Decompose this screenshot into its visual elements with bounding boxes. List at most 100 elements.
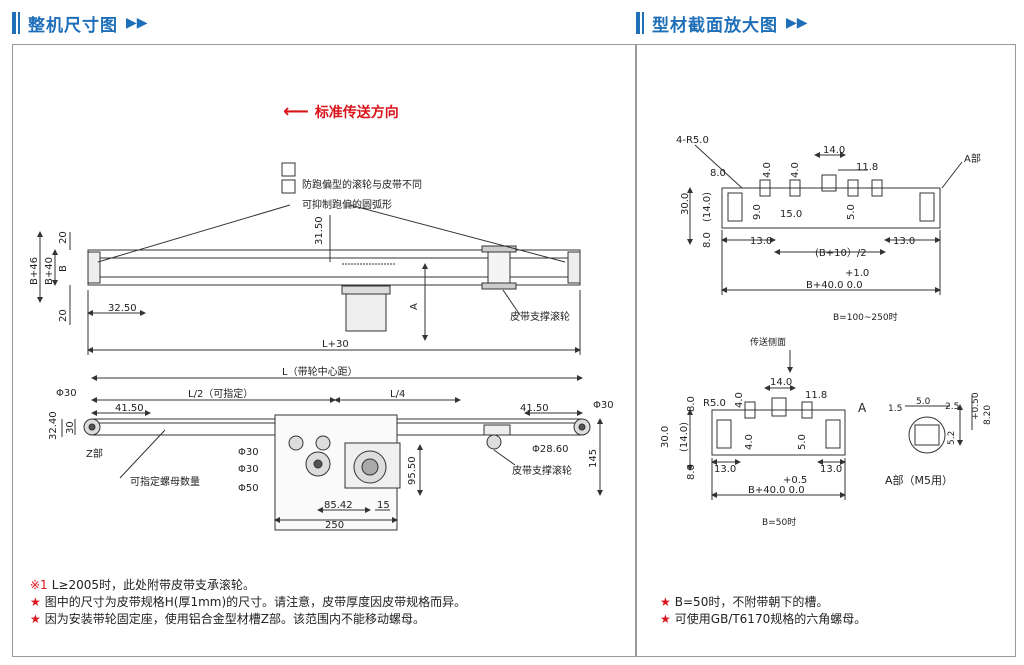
left-section-title: 整机尺寸图 [28, 15, 118, 36]
s1-d-b10-2: (B+10）/2 [815, 247, 867, 259]
s2-detail-2-5: 2.5 [945, 402, 959, 412]
callout-roller-text: 防跑偏型的滚轮与皮带不同 [302, 178, 422, 191]
transport-direction: ⟵ 标准传送方向 [283, 101, 399, 122]
right-notes: ★B=50时，不附带朝下的槽。 ★可使用GB/T6170规格的六角螺母。 [660, 594, 1010, 628]
profile-section-1 [687, 144, 963, 295]
dim-L-plus-30: L+30 [322, 339, 349, 350]
profile-section-2 [687, 350, 973, 500]
dim-95-50: 95.50 [407, 456, 418, 485]
dim-L-quarter: L/4 [390, 389, 405, 400]
s1-d-14: 14.0 [823, 145, 845, 156]
overall-dimension-panel [12, 44, 636, 657]
s2-a-label: A [858, 401, 867, 415]
s2-detail-0-50: +0.50 [971, 392, 981, 420]
s2-d-r5: R5.0 [703, 398, 726, 409]
dim-phi28-60: Φ28.60 [532, 444, 569, 455]
dim-phi30-right: Φ30 [593, 400, 614, 411]
s2-detail-5-2: 5.2 [947, 431, 957, 445]
dim-32-40: 32.40 [48, 411, 59, 440]
note-item: ★B=50时，不附带朝下的槽。 [660, 595, 829, 609]
dim-B-plus-46: B+46 [29, 257, 40, 285]
note-item: ★图中的尺寸为皮带规格H(厚1mm)的尺寸。请注意，皮带厚度因皮带规格而异。 [30, 595, 467, 609]
s2-d-4-b: 4.0 [744, 434, 755, 450]
note-item: ★可使用GB/T6170规格的六角螺母。 [660, 612, 867, 626]
note-item: ★因为安装带轮固定座，使用铝合金型材槽Z部。该范围内不能移动螺母。 [30, 612, 425, 626]
dim-85-42: 85.42 [324, 500, 353, 511]
s1-d-4-b: 4.0 [790, 162, 801, 178]
s1-d-b40: B+40.0 0.0 [806, 280, 863, 291]
s2-d-8-b: 8.0 [686, 464, 697, 480]
dim-15: 15 [377, 500, 390, 511]
double-arrow-icon: ▶▶ [786, 15, 808, 31]
s1-d-5: 5.0 [846, 204, 857, 220]
s2-d-b40: B+40.0 0.0 [748, 485, 805, 496]
dim-41-50-left: 41.50 [115, 403, 144, 414]
s1-d-9: 9.0 [752, 204, 763, 220]
left-section-header: 整机尺寸图 ▶▶ [12, 10, 148, 36]
side-roller-label: 皮带支撑滚轮 [512, 464, 572, 477]
dim-20-top: 20 [58, 231, 69, 244]
s1-d-8-top: 8.0 [710, 168, 726, 179]
s2-detail-1-5: 1.5 [888, 404, 902, 414]
dim-phi30-a: Φ30 [238, 447, 259, 458]
s2-detail-8-20: 8.20 [983, 405, 993, 425]
dim-32-50: 32.50 [108, 303, 137, 314]
s2-detail-title: A部（M5用） [885, 473, 953, 487]
callout-arc-text: 可抑制跑偏的圆弧形 [302, 198, 392, 211]
right-section-header: 型材截面放大图 ▶▶ [636, 10, 808, 36]
s2-caption: B=50时 [762, 516, 796, 528]
motor-body [345, 288, 387, 332]
dim-phi30-left: Φ30 [56, 388, 77, 399]
s2-d-8: 8.0 [686, 396, 697, 412]
double-arrow-icon: ▶▶ [126, 15, 148, 31]
top-roller-label: 皮带支撑滚轮 [510, 310, 570, 323]
header-bar-thin [18, 12, 20, 34]
dim-B: B [58, 265, 69, 272]
header-bar [636, 12, 640, 34]
header-bar [12, 12, 16, 34]
nut-count-label: 可指定螺母数量 [130, 475, 200, 488]
s1-d-11-8: 11.8 [856, 162, 878, 173]
s1-d-15: 15.0 [780, 209, 802, 220]
s2-d-14: 14.0 [770, 377, 792, 388]
s2-side-label: 传送侧面 [750, 336, 786, 348]
s1-a-part: A部 [964, 152, 981, 165]
s1-d-13-a: 13.0 [750, 236, 772, 247]
s2-d-13-a: 13.0 [714, 464, 736, 475]
s2-d-4: 4.0 [734, 392, 745, 408]
side-view-drawing [61, 375, 603, 531]
s2-d-13-b: 13.0 [820, 464, 842, 475]
s2-d-5: 5.0 [797, 434, 808, 450]
s1-d-4-a: 4.0 [762, 162, 773, 178]
dim-30: 30 [65, 421, 76, 434]
s1-d-30: 30.0 [680, 193, 691, 215]
s1-r-label: 4-R5.0 [676, 135, 709, 146]
dim-20-bottom: 20 [58, 309, 69, 322]
dim-phi30-b: Φ30 [238, 464, 259, 475]
s1-d-14-paren: (14.0) [702, 192, 713, 222]
z-part-label: Z部 [86, 447, 103, 460]
dim-41-50-right: 41.50 [520, 403, 549, 414]
left-arrow-icon: ⟵ [283, 101, 309, 122]
top-view-drawing [37, 162, 581, 355]
s2-detail-5: 5.0 [916, 397, 931, 407]
s1-d-8-left: 8.0 [702, 232, 713, 248]
right-section-title: 型材截面放大图 [652, 15, 778, 36]
s2-d-11-8: 11.8 [805, 390, 827, 401]
s1-caption: B=100~250时 [833, 311, 898, 323]
s2-d-30: 30.0 [660, 426, 671, 448]
dim-31-50: 31.50 [314, 216, 325, 245]
s2-d-tol: +0.5 [783, 475, 807, 486]
dim-145: 145 [588, 449, 599, 468]
dim-phi50: Φ50 [238, 483, 259, 494]
transport-direction-label: 标准传送方向 [314, 104, 399, 121]
s1-d-tol: +1.0 [845, 268, 869, 279]
header-bar-thin [642, 12, 644, 34]
dim-L-half: L/2（可指定） [188, 387, 253, 400]
s2-d-14-paren: (14.0) [679, 422, 690, 452]
dim-250: 250 [325, 520, 344, 531]
dim-B-plus-40: B+40 [44, 257, 55, 285]
